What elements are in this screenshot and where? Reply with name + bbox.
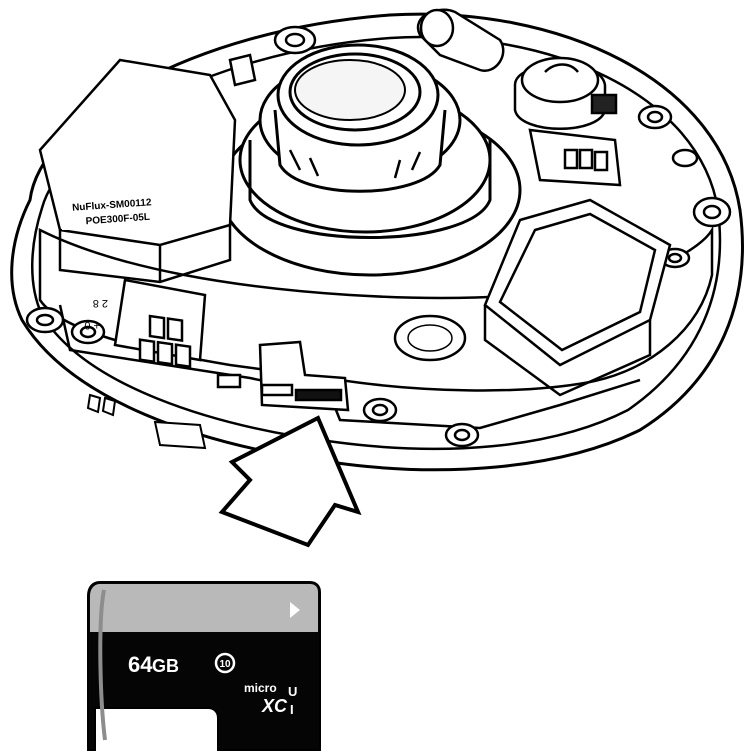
side-tabs [86,393,207,450]
screw-hole [273,25,317,55]
screw-hole [25,306,65,334]
screw-hole [637,104,673,130]
card-brand-line1: micro [244,681,277,695]
screw-hole [70,319,106,345]
housing-outline [38,225,714,392]
board-label: NuFlux-SM00112 POE300F-05L [62,170,182,230]
card-capacity-unit: GB [152,656,179,676]
base-outer-rim [10,12,744,472]
screw-hole [362,397,398,423]
right-connector [528,128,622,187]
card-capacity-number: 64 [128,652,153,677]
board-label-line2: POE300F-05L [85,212,150,227]
slot-polarity: + 0 [84,319,100,331]
base-inner-rim [31,35,722,451]
screw-hole [692,196,732,228]
play-triangle-icon [290,602,300,618]
sd-slot-marks: 2 8 [93,297,108,309]
camera-base [10,12,744,472]
battery-holder [513,56,618,130]
sd-card-slot [216,340,350,412]
screw-hole [444,422,480,448]
uhs-mark-bottom: I [290,702,294,717]
card-brand-line2: XC [261,696,288,716]
microsd-card: 64 GB 10 micro XC U I [87,581,321,751]
seal-label [393,314,467,362]
insert-arrow-icon [218,415,362,548]
card-label-strip [90,584,318,632]
card-edge-highlight [98,589,107,741]
screw-holes [25,25,732,448]
cable-clip [228,8,505,87]
speed-class-icon: 10 [214,652,236,674]
speed-class-number: 10 [219,659,231,670]
lens-glass [294,59,406,121]
left-connector [113,278,207,369]
screw-hole [671,148,699,168]
right-panel [483,198,672,397]
uhs-mark-top: U [288,684,297,699]
lens-module [218,43,522,277]
